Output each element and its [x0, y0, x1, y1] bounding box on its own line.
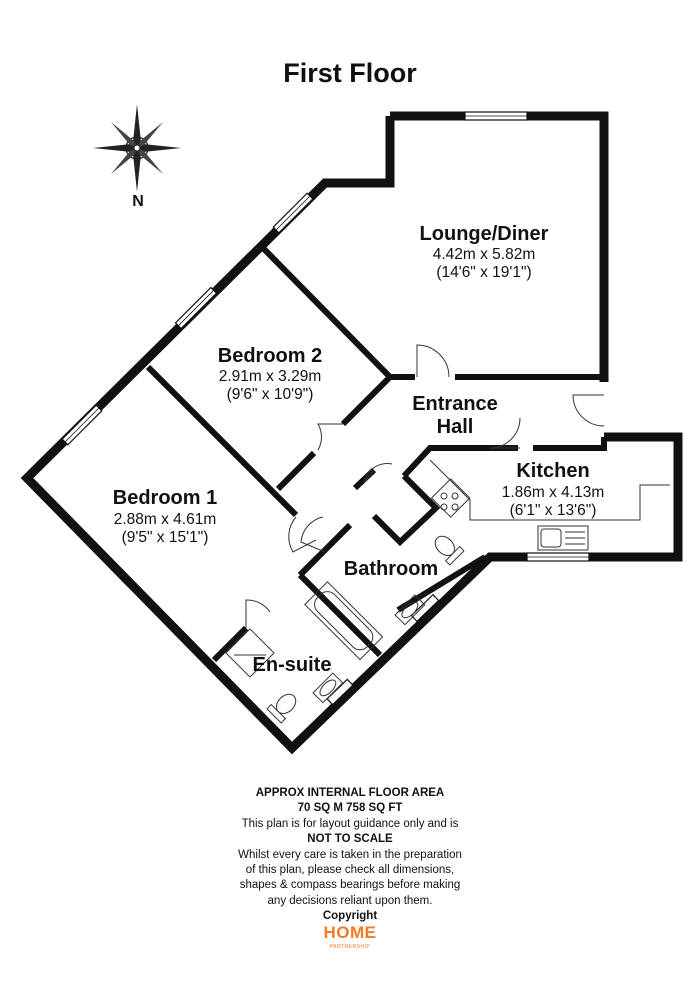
room-label-hall: Entrance Hall: [412, 393, 498, 438]
basin-bathroom-icon: [394, 594, 426, 626]
room-name-bedroom-2: Bedroom 2: [218, 345, 322, 367]
room-name-hall-line-2: Hall: [437, 416, 474, 438]
room-label-kitchen: Kitchen 1.86m x 4.13m (6'1" x 13'6"): [502, 460, 605, 519]
home-partnership-logo: HOME: [150, 922, 550, 942]
door-bedroom-2: [317, 423, 343, 451]
compass-north-label: N: [132, 193, 144, 210]
basin-ensuite-icon: [312, 672, 344, 704]
room-name-hall-line-1: Entrance: [412, 393, 498, 415]
room-name-kitchen: Kitchen: [516, 460, 589, 482]
logo-text: HOME: [323, 922, 377, 942]
floor-plan-notes: APPROX INTERNAL FLOOR AREA 70 SQ M 758 S…: [150, 786, 550, 955]
copyright-label: Copyright: [322, 910, 378, 923]
interior-walls: [145, 245, 607, 663]
room-imperial-bedroom-1: (9'5" x 15'1"): [122, 529, 209, 546]
shower-tray-icon: [225, 628, 275, 678]
room-metric-lounge: 4.42m x 5.82m: [433, 246, 536, 263]
disclaimer-line-4: any decisions reliant upon them.: [267, 894, 433, 907]
bath-icon: [304, 581, 384, 661]
room-name-bedroom-1: Bedroom 1: [113, 487, 217, 509]
room-metric-kitchen: 1.86m x 4.13m: [502, 484, 605, 501]
toilet-bathroom-icon: [434, 535, 465, 566]
door-bathroom: [300, 516, 326, 553]
room-imperial-kitchen: (6'1" x 13'6"): [510, 502, 597, 519]
doors: [245, 344, 605, 628]
door-kitchen: [489, 417, 521, 449]
plan-title: First Floor: [283, 58, 417, 88]
room-imperial-bedroom-2: (9'6" x 10'9"): [227, 386, 314, 403]
room-name-bathroom: Bathroom: [344, 558, 438, 580]
door-bedroom-1: [288, 516, 317, 553]
room-label-lounge: Lounge/Diner 4.42m x 5.82m (14'6" x 19'1…: [420, 223, 549, 281]
disclaimer-line-3: shapes & compass bearings before making: [239, 879, 461, 892]
room-name-lounge: Lounge/Diner: [420, 223, 549, 245]
fixtures: [225, 459, 670, 724]
toilet-ensuite-icon: [266, 693, 297, 724]
room-metric-bedroom-1: 2.88m x 4.61m: [114, 511, 217, 528]
room-imperial-lounge: (14'6" x 19'1"): [436, 264, 531, 281]
room-name-ensuite: En-suite: [253, 654, 332, 676]
kitchen-worktop: [429, 459, 670, 521]
not-to-scale: NOT TO SCALE: [307, 833, 393, 846]
door-cupboard: [363, 463, 393, 483]
area-heading: APPROX INTERNAL FLOOR AREA: [255, 787, 445, 799]
room-label-bedroom-1: Bedroom 1 2.88m x 4.61m (9'5" x 15'1"): [113, 487, 217, 546]
area-value: 70 SQ M 758 SQ FT: [297, 802, 403, 815]
disclaimer-line-2: of this plan, please check all dimension…: [245, 864, 455, 877]
door-front: [572, 394, 605, 427]
room-metric-bedroom-2: 2.91m x 3.29m: [219, 368, 322, 385]
compass-rose-icon: [93, 104, 181, 192]
disclaimer-line-1: Whilst every care is taken in the prepar…: [238, 848, 462, 861]
windows: [61, 111, 590, 706]
logo-subtext: PARTNERSHIP: [329, 944, 371, 951]
sink-icon: [537, 525, 589, 551]
guidance-text: This plan is for layout guidance only an…: [241, 817, 459, 830]
door-ensuite: [245, 599, 271, 628]
room-label-bedroom-2: Bedroom 2 2.91m x 3.29m (9'6" x 10'9"): [218, 345, 322, 403]
hob-icon: [430, 478, 471, 518]
exterior-walls: [20, 111, 683, 755]
door-lounge: [416, 344, 450, 378]
window-bathroom: [410, 593, 440, 623]
